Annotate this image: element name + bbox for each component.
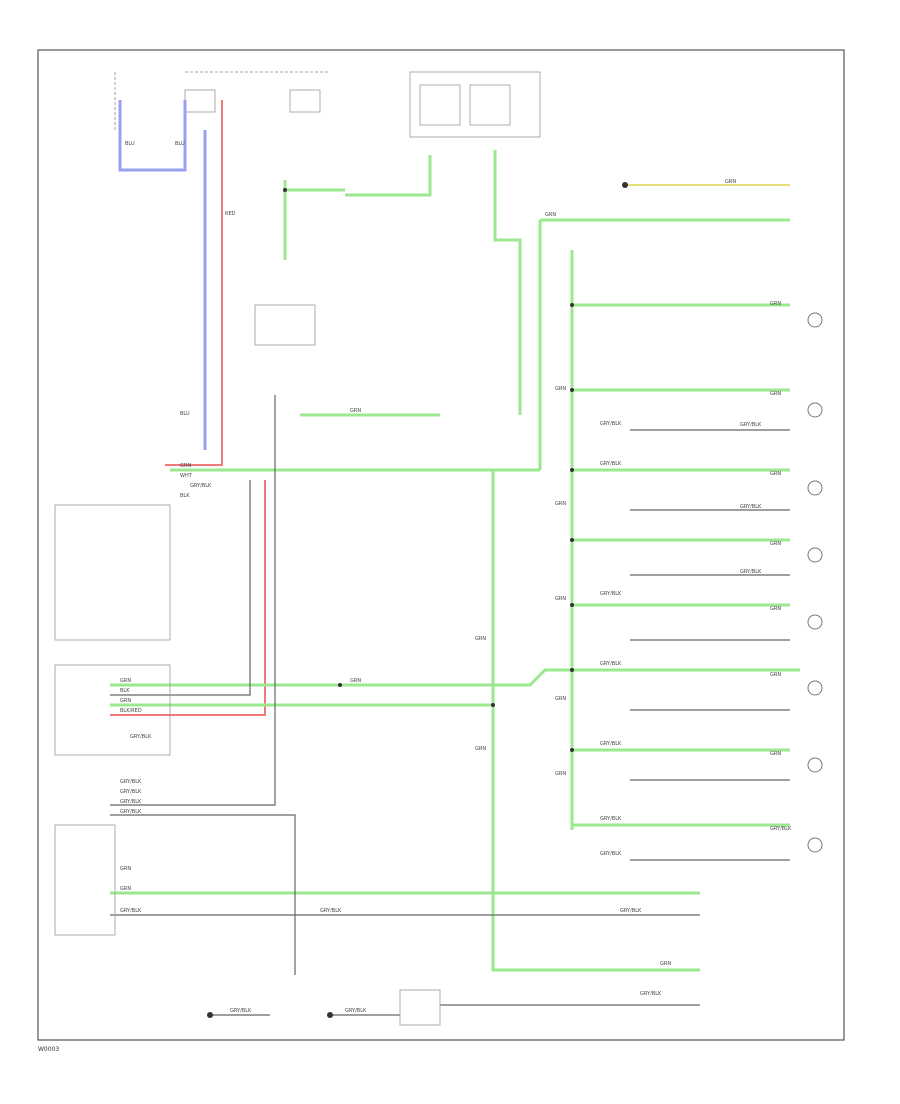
lamp-column: [807, 312, 823, 853]
wire-label: GRY/BLK: [345, 1008, 367, 1014]
wire-label: GRN: [475, 636, 486, 642]
wire-label: BLU: [180, 411, 190, 417]
wire-label: GRN: [770, 751, 781, 757]
diagram-frame: [37, 49, 845, 1041]
wire-label: GRY/BLK: [120, 779, 142, 785]
wire-label: GRY/BLK: [600, 461, 622, 467]
wire-label: GRY/BLK: [190, 483, 212, 489]
wire-label: GRN: [725, 179, 736, 185]
wire-label: GRY/BLK: [770, 826, 792, 832]
green-wire-i: [491, 470, 700, 972]
diagram-code-label: W0003: [38, 1046, 60, 1053]
wire-label: GRY/BLK: [230, 1008, 252, 1014]
wire-label: GRN: [770, 471, 781, 477]
wire-label: BLK: [180, 493, 190, 499]
wire-label: GRN: [350, 678, 361, 684]
wire-label: GRN: [120, 886, 131, 892]
wire-label: GRY/BLK: [130, 734, 152, 740]
green-wire-j: [110, 668, 800, 687]
wire-label: GRN: [555, 771, 566, 777]
wire-label: GRY/BLK: [740, 569, 762, 575]
green-wire-d: [493, 150, 522, 415]
wire-label: GRY/BLK: [600, 816, 622, 822]
wire-label: GRN: [770, 672, 781, 678]
wire-label: GRN: [555, 596, 566, 602]
module-left-lower: [54, 824, 116, 936]
wire-label: GRY/BLK: [600, 591, 622, 597]
wire-label: RED: [225, 211, 236, 217]
bulb-icon: [807, 837, 823, 853]
wire-label: GRN: [120, 866, 131, 872]
junction-nodes: [207, 182, 628, 1018]
wire-label: BLK/RED: [120, 708, 142, 714]
wire-label: GRN: [770, 541, 781, 547]
wire-label: GRN: [180, 463, 191, 469]
wire-label: GRY/BLK: [320, 908, 342, 914]
module-left-middle: [54, 664, 171, 756]
wire-label: GRN: [350, 408, 361, 414]
bulb-icon: [807, 547, 823, 563]
wire-label: GRY/BLK: [120, 789, 142, 795]
bulb-icon: [807, 402, 823, 418]
wire-label: GRY/BLK: [120, 908, 142, 914]
black-wire-10: [110, 814, 296, 975]
green-wire-c: [345, 155, 432, 197]
wire-label: GRY/BLK: [740, 504, 762, 510]
wire-label: BLU: [125, 141, 135, 147]
wire-label: GRY/BLK: [640, 991, 662, 997]
bulb-icon: [807, 757, 823, 773]
wire-label: GRN: [770, 606, 781, 612]
wire-label: GRN: [770, 301, 781, 307]
wire-label: GRN: [555, 501, 566, 507]
wire-label: GRN: [555, 696, 566, 702]
wire-label: GRY/BLK: [600, 851, 622, 857]
module-switch: [254, 304, 316, 346]
wire-label: GRY/BLK: [740, 422, 762, 428]
bulb-icon: [807, 480, 823, 496]
wire-label: GRY/BLK: [620, 908, 642, 914]
bulb-icon: [807, 680, 823, 696]
wire-label: BLU: [175, 141, 185, 147]
wire-label: GRN: [770, 391, 781, 397]
wire-label: GRY/BLK: [120, 809, 142, 815]
red-wire-main: [165, 100, 223, 466]
wire-label: GRY/BLK: [600, 741, 622, 747]
blue-wire-top: [118, 100, 187, 172]
red-wire-lower: [110, 480, 266, 716]
wire-label: GRN: [545, 212, 556, 218]
wire-label: GRY/BLK: [600, 661, 622, 667]
wire-label: BLK: [120, 688, 130, 694]
bulb-icon: [807, 614, 823, 630]
wire-label: WHT: [180, 473, 193, 479]
wire-label: GRN: [120, 698, 131, 704]
wire-label: GRN: [660, 961, 671, 967]
wire-label: GRY/BLK: [120, 799, 142, 805]
black-wire-8: [110, 480, 251, 696]
bulb-icon: [807, 312, 823, 328]
wire-label: GRN: [555, 386, 566, 392]
module-bottom: [399, 989, 441, 1026]
wire-label: GRN: [120, 678, 131, 684]
fuse-box-top: [114, 71, 541, 138]
module-left-upper: [54, 504, 171, 641]
wire-label: GRN: [475, 746, 486, 752]
black-wire-9: [110, 395, 276, 806]
wire-label: GRY/BLK: [600, 421, 622, 427]
